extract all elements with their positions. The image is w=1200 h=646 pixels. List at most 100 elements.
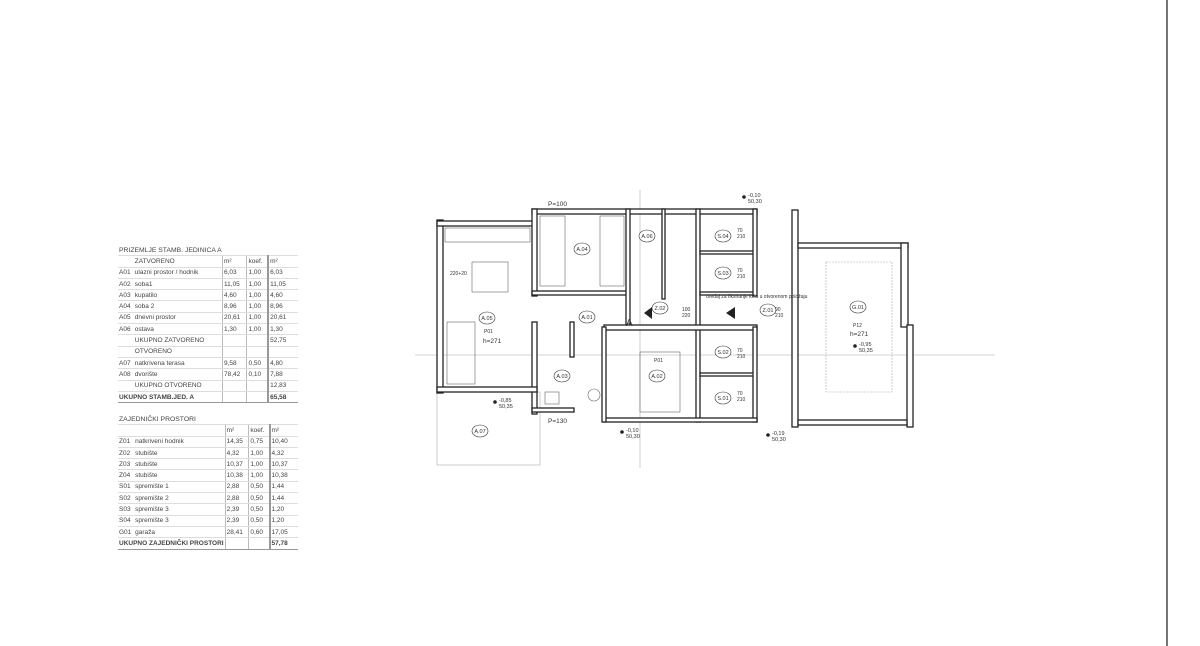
level-icon bbox=[493, 400, 497, 404]
col-header: m² bbox=[224, 424, 249, 437]
cell-code: Z03 bbox=[118, 458, 135, 471]
door-h: 210 bbox=[737, 234, 746, 240]
room-marker bbox=[849, 300, 867, 314]
level-abs: 50,35 bbox=[859, 348, 873, 354]
plan-annotations: P=100 P=130 h=271 h=271 A uređaj za fiks… bbox=[450, 201, 869, 425]
cell-coef: 0,50 bbox=[248, 503, 270, 516]
door-w: 90 bbox=[775, 307, 781, 313]
level-abs: 50,30 bbox=[626, 434, 640, 440]
room-label: G.01 bbox=[849, 300, 867, 314]
total-value: 57,78 bbox=[268, 537, 298, 550]
level-icon bbox=[766, 433, 770, 437]
cell-total: 10,38 bbox=[268, 469, 298, 482]
floor-code: P12 bbox=[853, 323, 862, 329]
height-label: h=271 bbox=[850, 331, 869, 338]
cell-area: 10,38 bbox=[224, 469, 249, 482]
cell-code: A07 bbox=[118, 357, 134, 370]
subtotal-value: 12,83 bbox=[267, 380, 298, 392]
level-icon bbox=[853, 344, 857, 348]
cell-total: 20,61 bbox=[267, 312, 298, 325]
section-arrows bbox=[644, 307, 735, 319]
cell-coef: 0,50 bbox=[248, 492, 270, 505]
cell-total: 11,05 bbox=[267, 278, 298, 291]
door-w: 70 bbox=[737, 348, 743, 354]
parapet-label: P=100 bbox=[548, 201, 567, 208]
cell-coef: 1,00 bbox=[246, 278, 269, 291]
room-id: A.01 bbox=[581, 315, 592, 321]
total-label: UKUPNO STAMB.JED. A bbox=[118, 391, 223, 404]
room-marker bbox=[714, 345, 732, 359]
room-label: A.05 bbox=[478, 311, 496, 325]
cell-code: G01 bbox=[118, 526, 135, 539]
room-id: Z.02 bbox=[654, 306, 665, 312]
room-label: A.06 bbox=[638, 229, 656, 243]
cell-total: 4,60 bbox=[267, 289, 298, 302]
total-label: UKUPNO ZAJEDNIČKI PROSTORI bbox=[118, 537, 226, 550]
room-id: A.06 bbox=[641, 234, 652, 240]
room-marker bbox=[471, 424, 489, 438]
cell-area: 4,60 bbox=[222, 289, 247, 302]
room-marker bbox=[648, 369, 666, 383]
group-header: OTVORENO bbox=[133, 346, 223, 358]
room-marker bbox=[578, 310, 596, 324]
cell-code: A06 bbox=[118, 323, 134, 336]
cell-coef: 0,50 bbox=[246, 357, 269, 370]
cell-area: 20,61 bbox=[222, 312, 247, 325]
room-id: A.02 bbox=[651, 374, 662, 380]
cell-name: soba1 bbox=[133, 278, 223, 291]
cell-total: 7,88 bbox=[267, 368, 298, 381]
level-abs: 50,30 bbox=[748, 199, 762, 205]
cell-area: 2,88 bbox=[224, 492, 249, 505]
cell-code: A08 bbox=[118, 368, 134, 381]
door-hold-note: uređaj za fiksiranje krila u otvorenom p… bbox=[706, 294, 808, 300]
cell-coef: 1,00 bbox=[246, 267, 269, 279]
col-header: koef. bbox=[246, 255, 269, 268]
cell-total: 1,20 bbox=[268, 515, 298, 527]
level-rel: -0,19 bbox=[772, 431, 785, 437]
cell-name: ostava bbox=[133, 323, 223, 336]
cell-coef: 0,10 bbox=[246, 368, 269, 381]
room-label: A.04 bbox=[573, 242, 591, 256]
cell-code: A05 bbox=[118, 312, 134, 325]
room-id: A.03 bbox=[556, 374, 567, 380]
cell-coef: 1,00 bbox=[248, 458, 270, 471]
door-h: 210 bbox=[737, 354, 746, 360]
room-id: G.01 bbox=[852, 305, 864, 311]
door-h: 220 bbox=[682, 313, 691, 319]
cell-name: stubište bbox=[134, 469, 226, 482]
cell-coef: 0,50 bbox=[248, 481, 270, 494]
cell-coef: 0,60 bbox=[248, 526, 270, 539]
cell-area: 2,88 bbox=[224, 481, 249, 494]
cell-total: 4,80 bbox=[267, 357, 298, 370]
cell-code: S02 bbox=[118, 492, 135, 505]
sheet-border-line bbox=[1166, 0, 1168, 646]
cell-code: S01 bbox=[118, 481, 135, 494]
room-label: S.04 bbox=[714, 229, 732, 243]
cell-total: 1,20 bbox=[268, 503, 298, 516]
room-label: A.07 bbox=[471, 424, 489, 438]
room-marker bbox=[638, 229, 656, 243]
cell-area: 2,39 bbox=[224, 515, 249, 527]
cell-area: 9,58 bbox=[222, 357, 247, 370]
cell-name: stubište bbox=[134, 458, 226, 471]
col-header: m² bbox=[268, 424, 298, 437]
cell-coef: 1,00 bbox=[246, 312, 269, 325]
table-title: PRIZEMLJE STAMB. JEDINICA A bbox=[118, 245, 298, 257]
cell-name: spremište 2 bbox=[134, 492, 226, 505]
room-label: Z.01 bbox=[759, 303, 777, 317]
level-icon bbox=[742, 195, 746, 199]
cell-name: dnevni prostor bbox=[133, 312, 223, 325]
arrow-icon bbox=[644, 307, 652, 319]
cell-total: 1,30 bbox=[267, 323, 298, 336]
